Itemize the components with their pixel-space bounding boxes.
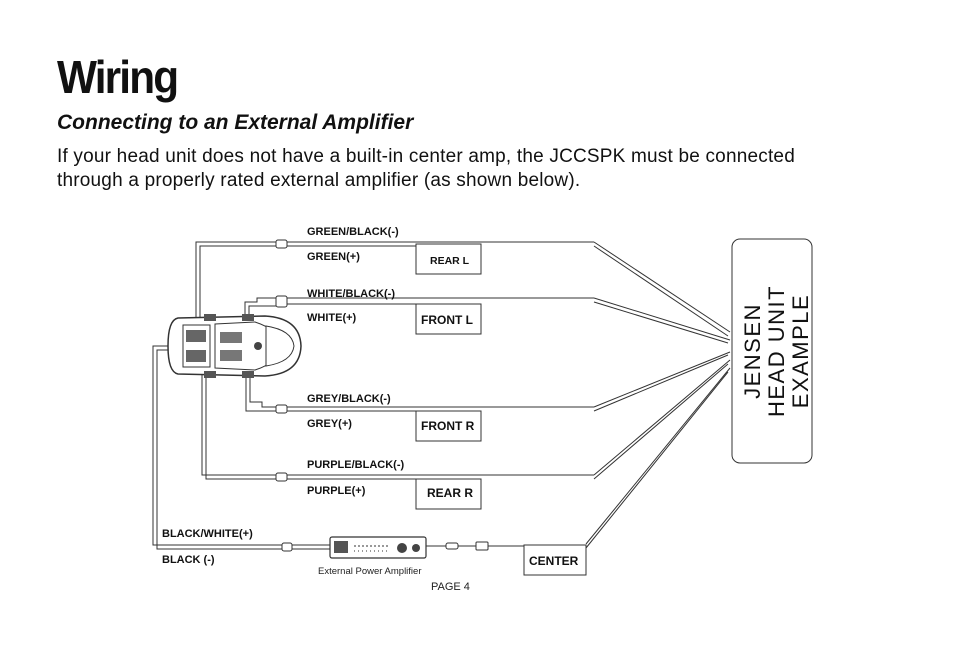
box-label-front-l: FRONT L [421,313,473,327]
intro-paragraph: If your head unit does not have a built-… [57,146,795,191]
wire-label-grey: GREY(+) [307,418,352,430]
speaker-boxes [415,238,813,576]
wire-label-white-black: WHITE/BLACK(-) [307,288,395,300]
wire-label-purple: PURPLE(+) [307,485,366,497]
wire-label-black: BLACK (-) [162,554,215,566]
wire-label-grey-black: GREY/BLACK(-) [307,393,391,405]
external-power-amplifier [329,536,427,559]
amplifier-label: External Power Amplifier [318,566,421,577]
head-unit-line-3: EXAMPLE [788,294,813,408]
wire-connectors [275,239,489,552]
wire-label-white: WHITE(+) [307,312,357,324]
box-label-rear-l: REAR L [430,255,470,267]
page-number: PAGE 4 [431,581,470,593]
wire-lines [152,241,731,550]
car-top-view [167,314,302,378]
section-subtitle: Connecting to an External Amplifier [57,111,414,134]
wire-label-green: GREEN(+) [307,251,360,263]
head-unit-line-1: JENSEN [740,303,765,399]
box-label-rear-r: REAR R [427,486,473,500]
wire-label-black-white: BLACK/WHITE(+) [162,528,253,540]
page-title: Wiring [57,51,179,103]
box-label-front-r: FRONT R [421,419,475,433]
box-label-center: CENTER [529,554,579,568]
head-unit-line-2: HEAD UNIT [764,285,789,417]
wire-label-purple-black: PURPLE/BLACK(-) [307,459,404,471]
head-unit-label: JENSEN HEAD UNIT EXAMPLE [740,285,813,417]
wire-label-green-black: GREEN/BLACK(-) [307,226,399,238]
